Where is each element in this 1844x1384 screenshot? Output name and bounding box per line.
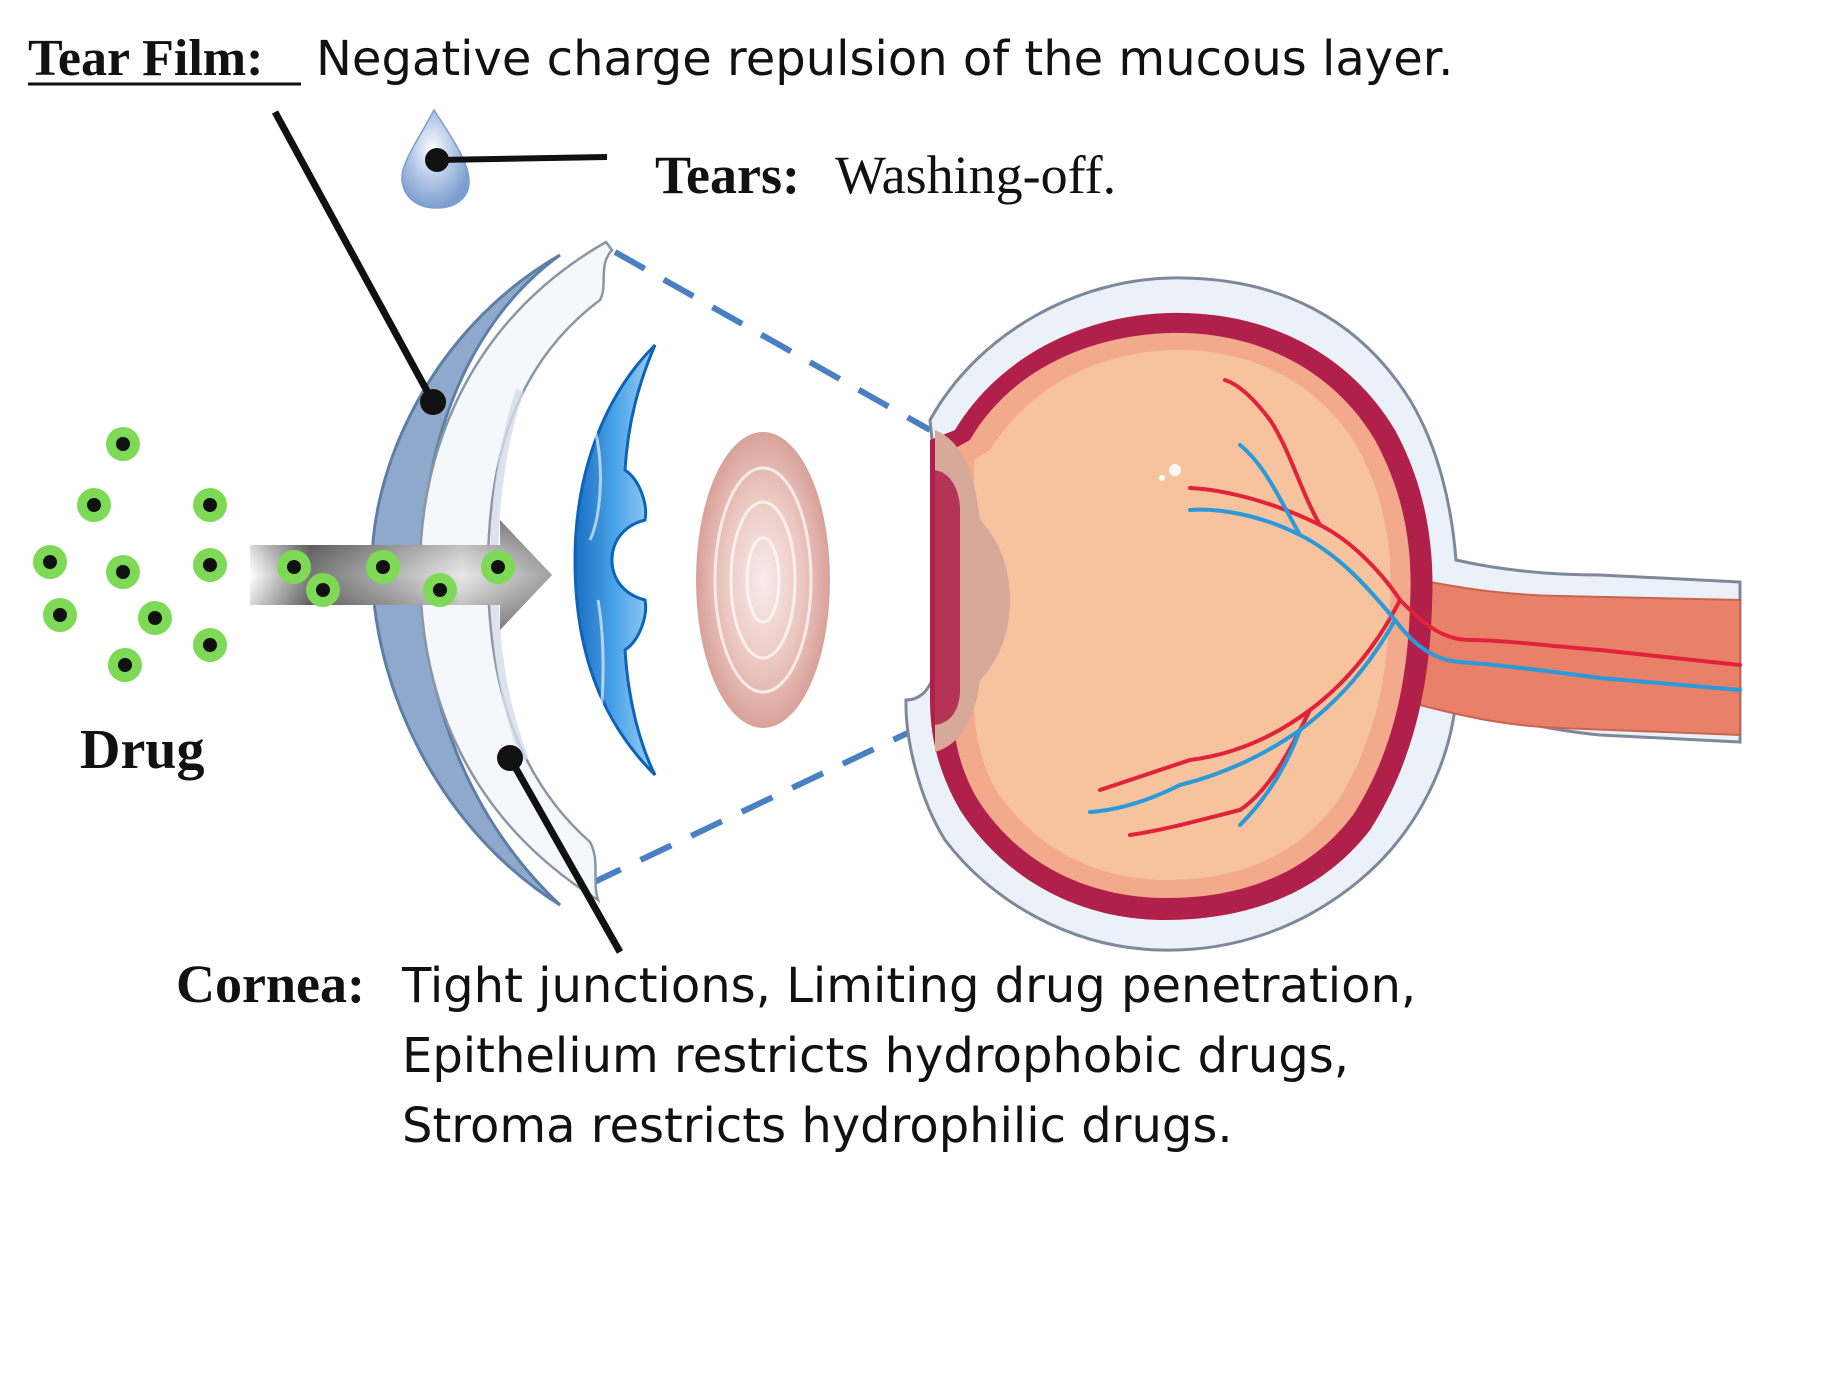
drug-particle bbox=[306, 573, 340, 607]
lens bbox=[696, 432, 830, 728]
tear-film-label: Tear Film: Negative charge repulsion of … bbox=[28, 30, 1453, 87]
cornea-line-3: Stroma restricts hydrophilic drugs. bbox=[402, 1098, 1233, 1154]
cornea-line-1: Tight junctions, Limiting drug penetrati… bbox=[401, 958, 1416, 1014]
tears-title: Tears: bbox=[655, 145, 800, 205]
tears-pointer bbox=[425, 148, 608, 172]
cornea-layer bbox=[418, 240, 614, 903]
drug-particle bbox=[77, 488, 111, 522]
drug-label: Drug bbox=[80, 719, 204, 781]
drug-particle bbox=[108, 648, 142, 682]
drug-particle bbox=[193, 628, 227, 662]
drug-particle bbox=[43, 598, 77, 632]
tear-film-pointer bbox=[271, 110, 446, 415]
retinal-arteries bbox=[1098, 378, 1742, 837]
cornea-label: Cornea: Tight junctions, Limiting drug p… bbox=[176, 954, 1416, 1154]
tear-film-title: Tear Film: bbox=[28, 30, 263, 87]
drug-particles bbox=[33, 427, 515, 682]
drug-particle bbox=[33, 545, 67, 579]
cornea-line-2: Epithelium restricts hydrophobic drugs, bbox=[402, 1028, 1349, 1084]
tear-film-description: Negative charge repulsion of the mucous … bbox=[316, 31, 1453, 87]
optic-nerve bbox=[1419, 578, 1741, 737]
tears-description: Washing-off. bbox=[835, 145, 1116, 205]
tears-label: Tears: Washing-off. bbox=[655, 145, 1116, 205]
drug-particle bbox=[423, 573, 457, 607]
drug-particle bbox=[481, 550, 515, 584]
cornea-pointer bbox=[497, 745, 624, 954]
drug-particle bbox=[106, 427, 140, 461]
eyeball-illustration bbox=[904, 276, 1742, 952]
drug-particle bbox=[138, 601, 172, 635]
drug-particle bbox=[193, 548, 227, 582]
drug-particle bbox=[193, 488, 227, 522]
retinal-veins bbox=[1088, 443, 1742, 827]
drug-particle bbox=[366, 550, 400, 584]
drug-particle bbox=[277, 550, 311, 584]
zoom-connector-lines bbox=[588, 249, 937, 887]
vitreous-body bbox=[974, 349, 1391, 880]
iris-cross-section bbox=[573, 343, 657, 777]
cornea-title: Cornea: bbox=[176, 954, 365, 1014]
drug-particle bbox=[106, 555, 140, 589]
